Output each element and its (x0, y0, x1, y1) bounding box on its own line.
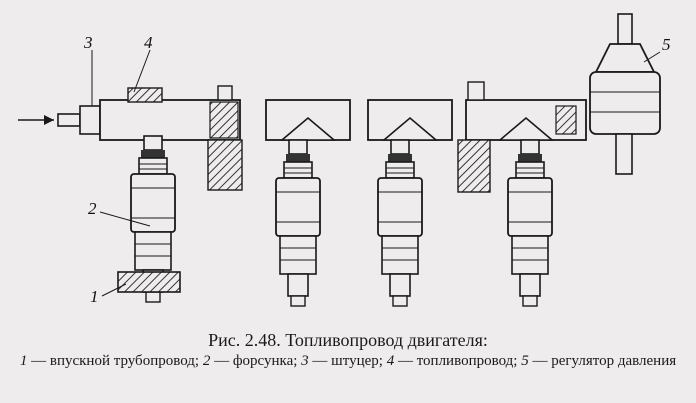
callout-2: 2 (88, 199, 97, 218)
legend-text: — впускной трубопровод; (27, 353, 203, 369)
legend-num: 2 (202, 353, 211, 369)
callout-4: 4 (144, 33, 153, 52)
pressure-regulator (589, 13, 661, 175)
legend-num: 1 (19, 353, 28, 369)
injector (275, 139, 321, 307)
legend-text: — форсунка; (210, 353, 302, 369)
fuel-rail-diagram: 3 4 2 1 5 (18, 13, 671, 307)
legend-num: 3 (301, 353, 309, 369)
figure-title: Рис. 2.48. Топливопровод двигателя: (208, 330, 488, 350)
legend-text: — штуцер; (308, 353, 387, 369)
callout-1: 1 (90, 287, 99, 306)
callout-3: 3 (83, 33, 93, 52)
fuel-rail (18, 13, 661, 193)
mount-bracket (457, 139, 491, 193)
legend-text: — топливопровод; (394, 353, 522, 369)
mount-bracket (207, 139, 243, 191)
figure-legend: 1 — впускной трубопровод; 2 — форсунка; … (0, 352, 696, 371)
rail-section-hatch (127, 87, 163, 103)
callout-5: 5 (662, 35, 671, 54)
injector (377, 139, 423, 307)
legend-num: 5 (521, 353, 529, 369)
intake-manifold (117, 271, 181, 293)
inlet-nipple (57, 113, 81, 127)
legend-num: 4 (386, 353, 395, 369)
injector (507, 139, 553, 307)
inlet-fitting (79, 105, 101, 135)
legend-text: — регулятор давления (528, 353, 677, 369)
